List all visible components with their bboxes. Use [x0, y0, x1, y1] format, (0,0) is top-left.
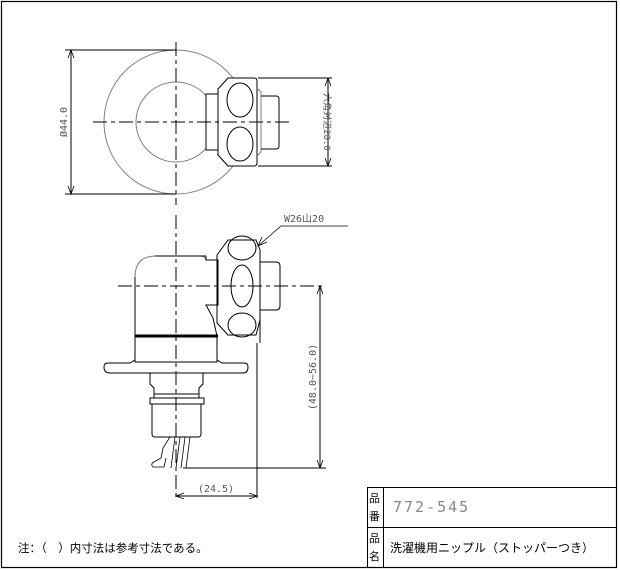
title-block: 品 番 772-545 品 名 洗濯機用ニップル（ストッパーつき） — [367, 487, 617, 568]
part-name-label-1: 品 — [369, 532, 380, 545]
part-number-label-2: 番 — [369, 510, 380, 523]
hex-flats-dimension-label: 六角対辺28.0 — [321, 93, 333, 151]
part-name: 洗濯機用ニップル（ストッパーつき） — [390, 540, 594, 555]
side-view: W26山20 (48.0~56.0) (24.5) — [103, 213, 348, 500]
top-view: Ø44.0 六角対辺28.0 — [58, 42, 333, 205]
thread-spec-label: W26山20 — [284, 213, 324, 225]
part-number: 772-545 — [393, 498, 470, 516]
offset-dimension-label: (24.5) — [198, 484, 234, 495]
height-dimension-label: (48.0~56.0) — [308, 344, 319, 410]
diameter-dimension-label: Ø44.0 — [58, 107, 70, 137]
reference-dimension-note: 注：（ ）内寸法は参考寸法である。 — [18, 541, 208, 555]
part-number-label-1: 品 — [369, 492, 380, 505]
part-name-label-2: 名 — [369, 549, 380, 563]
